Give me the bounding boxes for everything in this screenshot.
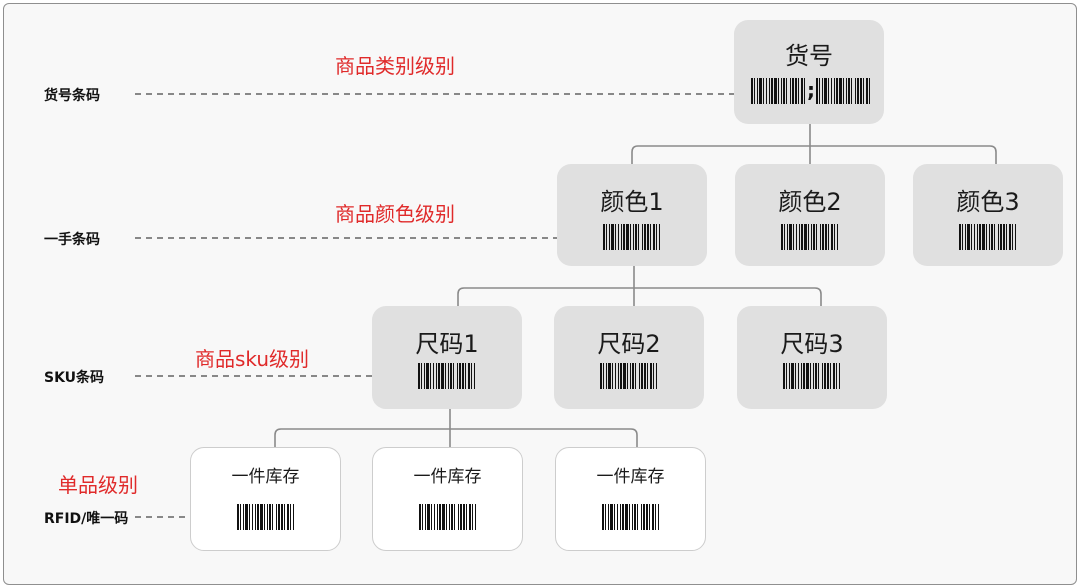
- node-color1: 颜色1: [557, 164, 707, 266]
- node-item2-title: 一件库存: [413, 467, 482, 487]
- level-sku: 商品sku级别: [195, 347, 310, 371]
- node-color2: 颜色2: [735, 164, 885, 266]
- node-size3: 尺码3: [737, 306, 887, 409]
- node-size1-title: 尺码1: [415, 330, 479, 358]
- level-color: 商品颜色级别: [335, 202, 455, 226]
- barcode-icon: [603, 224, 660, 250]
- node-size2-title: 尺码2: [597, 330, 661, 358]
- node-item2: 一件库存: [372, 447, 523, 551]
- label-rfid-code: RFID/唯一码: [44, 511, 129, 527]
- barcode-icon: [600, 363, 657, 389]
- barcode-separator: ;: [807, 78, 815, 102]
- node-item3-title: 一件库存: [596, 467, 665, 487]
- connector-article-branch: [631, 145, 997, 164]
- level-item: 单品级别: [58, 473, 138, 497]
- node-color2-title: 颜色2: [778, 188, 842, 216]
- barcode-icon: [237, 504, 294, 530]
- barcode-icon: [419, 504, 476, 530]
- node-article: 货号 ;: [734, 20, 884, 124]
- node-size1: 尺码1: [372, 306, 522, 409]
- label-article-code: 货号条码: [44, 88, 100, 104]
- node-size3-title: 尺码3: [780, 330, 844, 358]
- node-size2: 尺码2: [554, 306, 704, 409]
- barcode-icon: [751, 78, 805, 104]
- barcode-icon: [959, 224, 1016, 250]
- node-item3: 一件库存: [555, 447, 706, 551]
- label-first-code: 一手条码: [44, 232, 100, 248]
- diagram-frame: [3, 3, 1077, 585]
- barcode-icon: [816, 78, 870, 104]
- label-sku-code: SKU条码: [44, 370, 105, 386]
- node-item1-title: 一件库存: [231, 467, 300, 487]
- node-color3-title: 颜色3: [956, 188, 1020, 216]
- node-color3: 颜色3: [913, 164, 1063, 266]
- node-color1-title: 颜色1: [600, 188, 664, 216]
- node-item1: 一件库存: [190, 447, 341, 551]
- connector-color1-branch: [457, 287, 822, 306]
- node-article-title: 货号: [785, 42, 833, 70]
- level-category: 商品类别级别: [335, 54, 455, 78]
- connector-size1-branch: [274, 428, 638, 447]
- barcode-icon: [418, 363, 475, 389]
- barcode-icon: [781, 224, 838, 250]
- barcode-icon: [602, 504, 659, 530]
- barcode-icon: [783, 363, 840, 389]
